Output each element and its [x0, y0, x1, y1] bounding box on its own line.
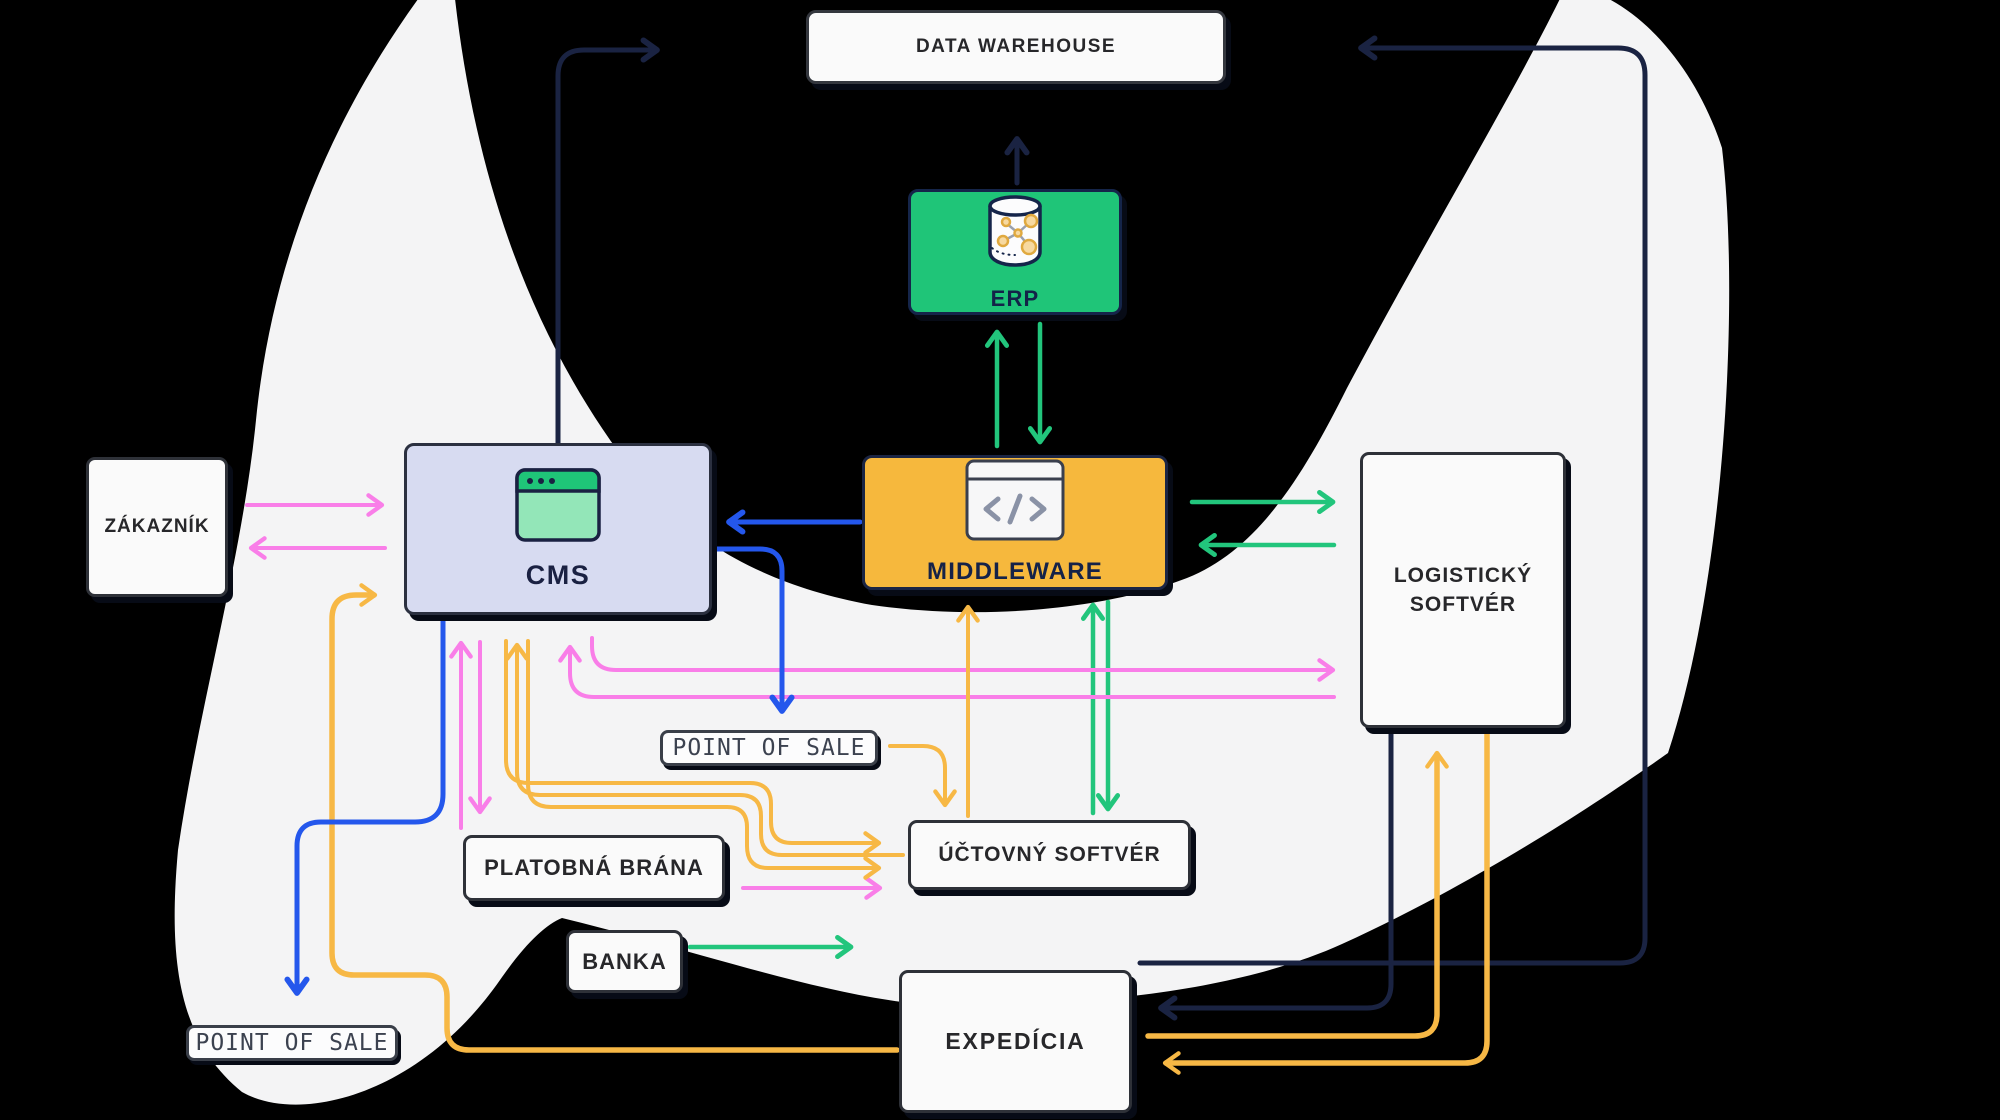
banka-label: BANKA — [582, 948, 667, 974]
node-platobna-brana: PLATOBNÁ BRÁNA — [463, 835, 725, 901]
zakaznik-label: ZÁKAZNÍK — [104, 516, 210, 537]
cms-label: CMS — [525, 560, 591, 590]
database-network-icon — [978, 192, 1052, 276]
node-cms: CMS — [404, 443, 712, 615]
edge-cms-to-ls-pink — [590, 636, 1336, 682]
node-zakaznik: ZÁKAZNÍK — [86, 457, 228, 597]
edge-expedicia-to-ls — [1145, 750, 1449, 1039]
edge-cms-to-pos-bottom — [284, 614, 446, 996]
erp-label: ERP — [990, 286, 1040, 311]
data-warehouse-label: DATA WAREHOUSE — [915, 36, 1117, 57]
edge-cms-to-uctovny-b — [526, 639, 882, 880]
edge-ls-to-cms-pink — [558, 644, 1336, 699]
edge-cms-to-pos-middle — [711, 546, 795, 714]
middleware-label: MIDDLEWARE — [927, 558, 1103, 585]
edge-uctovny-to-cms — [505, 642, 905, 857]
node-banka: BANKA — [566, 930, 683, 993]
logisticky-softver-label: LOGISTICKÝ SOFTVÉR — [1393, 563, 1533, 616]
node-logisticky-softver: LOGISTICKÝ SOFTVÉR — [1360, 452, 1566, 728]
expedicia-label: EXPEDÍCIA — [945, 1028, 1086, 1054]
node-data-warehouse: DATA WAREHOUSE — [806, 10, 1226, 84]
platobna-brana-label: PLATOBNÁ BRÁNA — [484, 855, 704, 880]
point-of-sale-middle-label: POINT OF SALE — [672, 735, 866, 761]
edge-expedicia-to-cms — [329, 583, 900, 1053]
edge-ls-to-expedicia — [1158, 726, 1394, 1021]
node-uctovny-softver: ÚČTOVNÝ SOFTVÉR — [908, 820, 1191, 890]
node-middleware: MIDDLEWARE — [862, 455, 1168, 590]
browser-window-icon — [514, 467, 602, 550]
code-window-icon — [965, 459, 1065, 548]
uctovny-softver-label: ÚČTOVNÝ SOFTVÉR — [938, 843, 1161, 866]
edge-pos-middle-to-uctovny — [888, 744, 957, 808]
node-point-of-sale-middle: POINT OF SALE — [660, 730, 878, 766]
node-point-of-sale-bottom: POINT OF SALE — [186, 1025, 398, 1061]
edge-cms-to-dw — [555, 37, 660, 446]
node-erp: ERP — [908, 189, 1122, 315]
edge-cms-to-uctovny-a — [504, 639, 882, 855]
node-expedicia: EXPEDÍCIA — [899, 970, 1132, 1113]
edge-ls-to-expedicia-orange — [1162, 728, 1490, 1075]
edge-expedicia-to-dw — [1137, 35, 1648, 966]
point-of-sale-bottom-label: POINT OF SALE — [195, 1030, 389, 1056]
